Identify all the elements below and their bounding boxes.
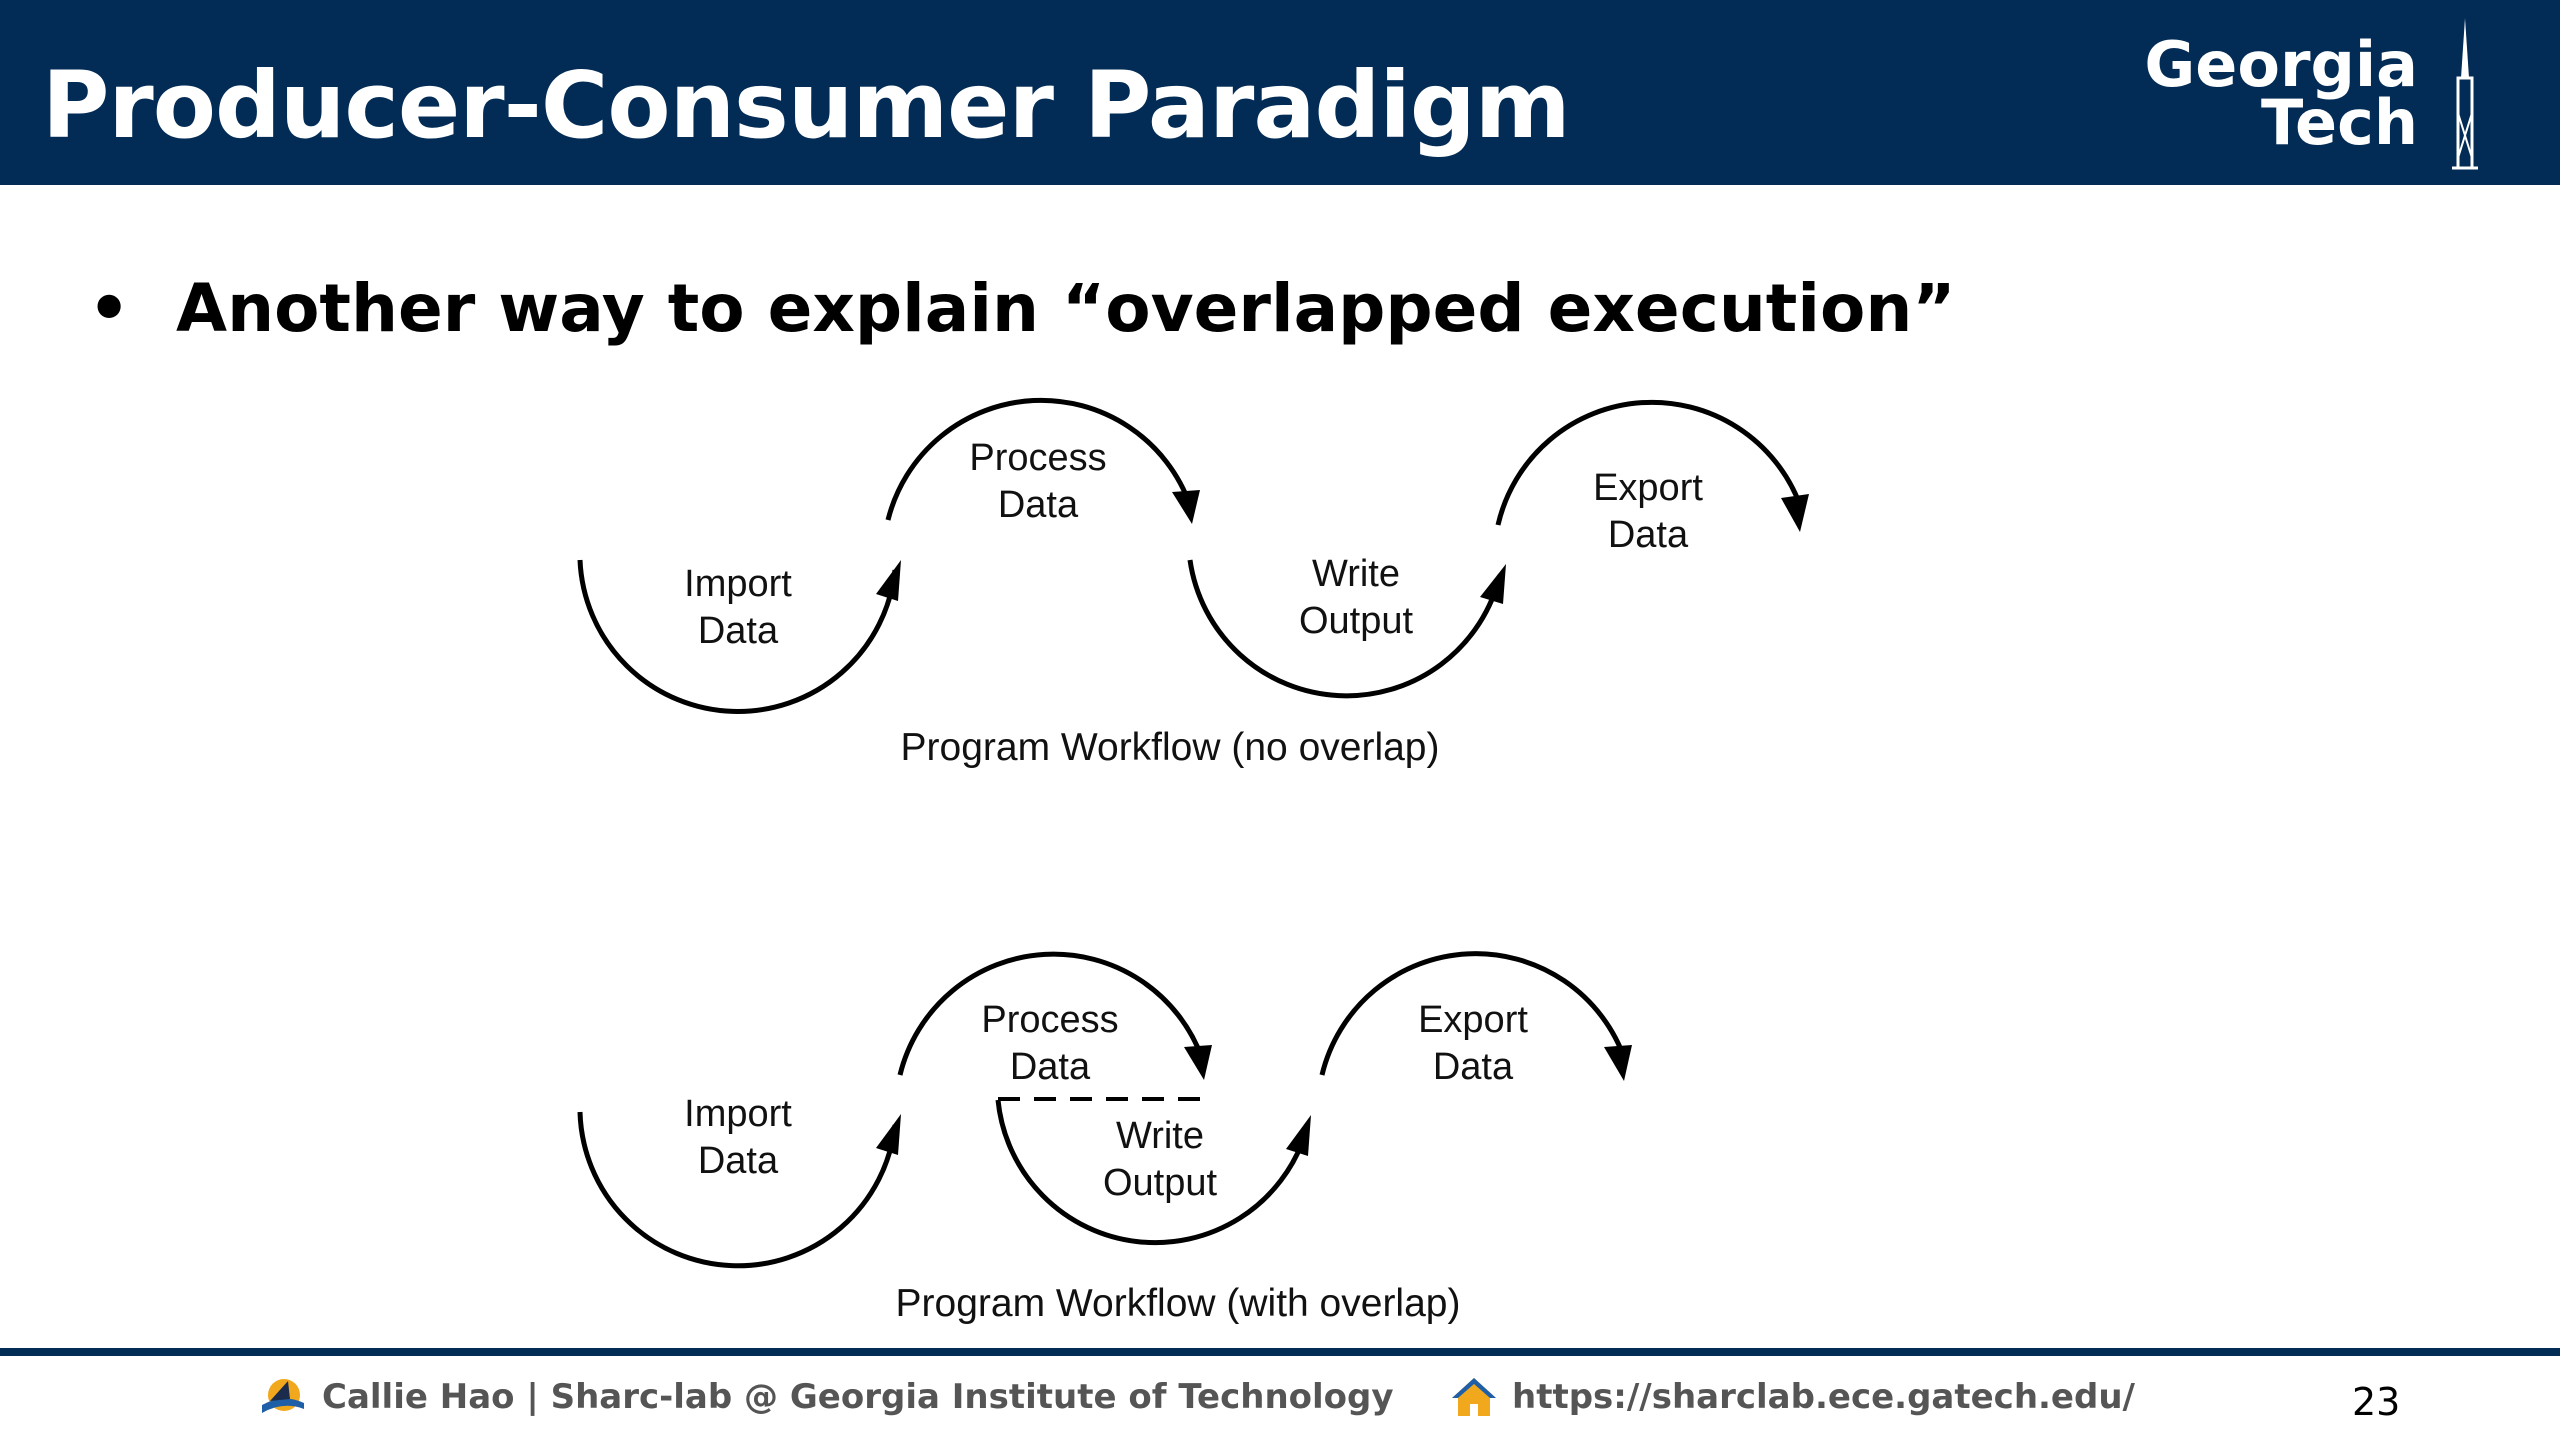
import-arc-top — [577, 559, 898, 714]
sharc-lab-logo-icon — [262, 1379, 304, 1413]
footer-url-text[interactable]: https://sharclab.ece.gatech.edu/ — [1512, 1377, 2135, 1417]
tech-tower-icon — [2452, 18, 2478, 170]
arrowhead — [1781, 494, 1809, 532]
arrowhead — [876, 560, 901, 601]
arrowhead — [1172, 490, 1200, 524]
process-label-line2: Data — [1010, 1046, 1091, 1088]
write-label-line1: Write — [1312, 553, 1400, 595]
import-label-line1: Import — [684, 1093, 792, 1135]
arrowhead — [876, 1114, 901, 1155]
title-bar: Producer-Consumer Paradigm Georgia Tech — [0, 0, 2560, 185]
bullet-point: • Another way to explain “overlapped exec… — [88, 270, 1956, 347]
process-arc-top — [885, 397, 1193, 521]
write-label-line1: Write — [1116, 1115, 1204, 1157]
write-arc-bottom — [995, 1099, 1308, 1246]
process-label-line2: Data — [998, 484, 1079, 526]
logo-line-1: Georgia — [2144, 28, 2418, 101]
footer-credit: Callie Hao | Sharc-lab @ Georgia Institu… — [258, 1372, 1394, 1422]
write-label-line2: Output — [1103, 1162, 1218, 1204]
arrowhead — [1480, 564, 1506, 604]
write-arc-top — [1187, 559, 1503, 699]
export-label-line1: Export — [1418, 999, 1528, 1041]
process-label-line1: Process — [981, 999, 1118, 1041]
import-label-line2: Data — [698, 610, 779, 652]
arrowhead — [1184, 1045, 1212, 1080]
footer-author: Callie Hao | Sharc-lab @ Georgia Institu… — [322, 1377, 1394, 1417]
import-label-line2: Data — [698, 1140, 779, 1182]
arrowhead — [1604, 1045, 1632, 1081]
workflow-no-overlap: Import Data Process Data Write Output Ex… — [577, 397, 1809, 769]
import-arc-bottom — [577, 1111, 898, 1269]
export-arc-top — [1495, 399, 1803, 526]
caption-no-overlap: Program Workflow (no overlap) — [901, 726, 1440, 769]
import-label-line1: Import — [684, 563, 792, 605]
export-arc-bottom — [1319, 951, 1628, 1076]
workflow-with-overlap: Import Data Process Data Write Output Ex… — [577, 951, 1632, 1325]
export-label-line2: Data — [1433, 1046, 1514, 1088]
process-label-line1: Process — [969, 437, 1106, 479]
footer-divider — [0, 1348, 2560, 1356]
bullet-text: Another way to explain “overlapped execu… — [176, 270, 1956, 347]
page-number: 23 — [2352, 1380, 2401, 1424]
footer-link[interactable]: https://sharclab.ece.gatech.edu/ — [1450, 1372, 2135, 1422]
georgia-tech-logo: Georgia Tech — [2110, 18, 2490, 178]
home-icon — [1452, 1378, 1496, 1416]
logo-line-2: Tech — [2261, 86, 2418, 159]
write-label-line2: Output — [1299, 600, 1414, 642]
bullet-icon: • — [88, 270, 131, 347]
export-label-line2: Data — [1608, 514, 1689, 556]
slide-title: Producer-Consumer Paradigm — [42, 52, 1571, 159]
export-label-line1: Export — [1593, 467, 1703, 509]
process-arc-bottom — [897, 951, 1205, 1076]
arrowhead — [1286, 1115, 1311, 1156]
caption-with-overlap: Program Workflow (with overlap) — [896, 1282, 1461, 1325]
